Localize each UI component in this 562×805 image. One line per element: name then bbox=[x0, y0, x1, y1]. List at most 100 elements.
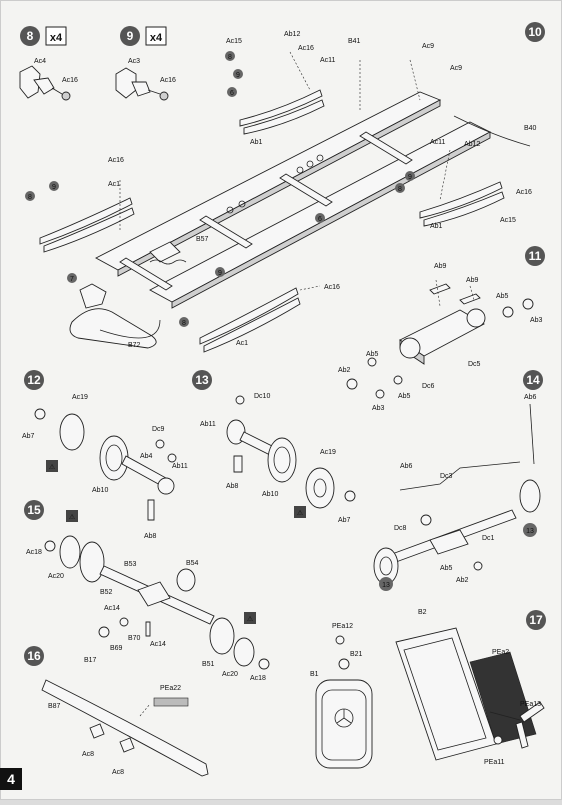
step-10-label-ab1-top: Ab1 bbox=[250, 139, 263, 146]
step-15-label-ac14-a: Ac14 bbox=[104, 605, 120, 612]
step-13-label-ab8: Ab8 bbox=[226, 483, 239, 490]
step-16: 16 PEa22 B87 Ac8 Ac8 bbox=[24, 646, 209, 777]
svg-text:13: 13 bbox=[382, 582, 390, 589]
step-8-label-ac16: Ac16 bbox=[62, 77, 78, 84]
step-10-label-ac1-bottom: Ac1 bbox=[236, 340, 248, 347]
step-10-label-b41: B41 bbox=[348, 38, 361, 45]
step-15: 15 ⚠ ⚠ Ac18 Ac20 B53 B54 B52 Ac14 B70 B6… bbox=[24, 500, 270, 682]
step-12-label-ac19: Ac19 bbox=[72, 394, 88, 401]
step-12-label-ab11: Ab11 bbox=[172, 463, 188, 470]
step-15-label-ac20-right: Ac20 bbox=[222, 671, 238, 678]
step-10-label-b40: B40 bbox=[524, 125, 537, 132]
step-17-label-b21: B21 bbox=[350, 651, 363, 658]
step-9-label-ac3: Ac3 bbox=[128, 58, 140, 65]
step-11-label-ab5-left: Ab5 bbox=[366, 351, 379, 358]
step-12-label-ab4: Ab4 bbox=[140, 453, 153, 460]
step-13-label-ab11: Ab11 bbox=[200, 421, 216, 428]
step-10-badge bbox=[525, 22, 545, 42]
svg-text:6: 6 bbox=[230, 90, 234, 97]
step-10-label-ac11-right: Ac11 bbox=[430, 139, 446, 146]
step-14-label-dc8: Dc8 bbox=[394, 525, 407, 532]
step-12-label-ab10: Ab10 bbox=[92, 487, 108, 494]
step-10-label-ac16-bottom: Ac16 bbox=[324, 284, 340, 291]
step-17-label-b1: B1 bbox=[310, 671, 319, 678]
step-15-label-b52: B52 bbox=[100, 589, 113, 596]
step-11-label-dc5: Dc5 bbox=[468, 361, 481, 368]
step-9-badge bbox=[120, 26, 140, 46]
svg-text:8: 8 bbox=[182, 320, 186, 327]
step-10-label-ac9-a: Ac9 bbox=[422, 43, 434, 50]
step-16-label-ac8-b: Ac8 bbox=[112, 769, 124, 776]
step-11-number: 11 bbox=[529, 249, 542, 263]
step-15-number: 15 bbox=[27, 503, 41, 517]
step-8-number: 8 bbox=[27, 29, 34, 43]
step-8-label-ac4: Ac4 bbox=[34, 58, 46, 65]
step-11-badge bbox=[525, 246, 545, 266]
step-10-label-b57: B57 bbox=[196, 236, 209, 243]
step-15-label-ac18-left: Ac18 bbox=[26, 549, 42, 556]
step-14-label-ab6-top: Ab6 bbox=[524, 394, 537, 401]
step-12: 12 ⚠ Ab7 Ac19 Dc9 Ab4 Ab11 Ab10 Ab8 bbox=[22, 370, 188, 540]
step-12-label-dc9: Dc9 bbox=[152, 426, 165, 433]
step-16-number: 16 bbox=[27, 649, 41, 663]
step-17-label-pea2: PEa2 bbox=[492, 649, 509, 656]
step-8-quantity: x4 bbox=[50, 32, 63, 44]
step-10-label-ab12-top: Ab12 bbox=[284, 31, 300, 38]
step-10: 10 bbox=[25, 22, 545, 353]
page-number: 4 bbox=[7, 771, 15, 787]
step-12-label-ab8: Ab8 bbox=[144, 533, 157, 540]
step-14-label-ab5: Ab5 bbox=[440, 565, 453, 572]
step-12-badge bbox=[24, 370, 44, 390]
step-13: 13 ⚠ Dc10 Ab11 Ab8 Ac19 Ab10 Ab7 bbox=[192, 370, 356, 524]
step-13-label-ac19: Ac19 bbox=[320, 449, 336, 456]
step-10-label-ac15-right: Ac15 bbox=[500, 217, 516, 224]
step-10-label-ac16-right: Ac16 bbox=[516, 189, 532, 196]
step-11-label-ab3-bottom: Ab3 bbox=[372, 405, 385, 412]
step-10-label-ac1-left: Ac1 bbox=[108, 181, 120, 188]
step-11-label-dc6: Dc6 bbox=[422, 383, 435, 390]
svg-text:9: 9 bbox=[52, 184, 56, 191]
step-11: 11 Ab9 Ab9 Ab5 Ab3 Ab2 Ab5 Dc5 Dc6 Ab3 A… bbox=[338, 246, 545, 412]
svg-text:8: 8 bbox=[28, 194, 32, 201]
step-17-label-pea12: PEa12 bbox=[332, 623, 353, 630]
step-16-label-b87: B87 bbox=[48, 703, 61, 710]
step-14-label-dc3: Dc3 bbox=[440, 473, 453, 480]
step-12-number: 12 bbox=[27, 373, 41, 387]
step-11-label-ab2: Ab2 bbox=[338, 367, 351, 374]
svg-text:13: 13 bbox=[526, 528, 534, 535]
svg-text:⚠: ⚠ bbox=[247, 615, 253, 623]
step-13-label-ab10: Ab10 bbox=[262, 491, 278, 498]
step-15-label-b53: B53 bbox=[124, 561, 137, 568]
step-16-label-pea22: PEa22 bbox=[160, 685, 181, 692]
step-15-label-b69: B69 bbox=[110, 645, 123, 652]
step-11-label-ab5-right: Ab5 bbox=[496, 293, 509, 300]
step-17-label-pea11: PEa11 bbox=[484, 759, 505, 766]
step-16-badge bbox=[24, 646, 44, 666]
step-15-label-b51: B51 bbox=[202, 661, 215, 668]
step-9: 9 x4 Ac3 Ac16 bbox=[115, 26, 176, 101]
page-number-tab: 4 bbox=[0, 768, 22, 790]
svg-text:9: 9 bbox=[408, 174, 412, 181]
step-14-label-dc1: Dc1 bbox=[482, 535, 495, 542]
step-9-number: 9 bbox=[127, 29, 134, 43]
step-10-number: 10 bbox=[528, 25, 542, 39]
step-14-label-ab6: Ab6 bbox=[400, 463, 413, 470]
step-11-label-ab3-right: Ab3 bbox=[530, 317, 543, 324]
step-11-label-ab9-a: Ab9 bbox=[434, 263, 447, 270]
step-17-label-pea13: PEa13 bbox=[520, 701, 541, 708]
step-14-badge bbox=[523, 370, 543, 390]
step-8: 8 x4 Ac4 Ac16 bbox=[19, 26, 78, 101]
step-17-label-b2: B2 bbox=[418, 609, 427, 616]
step-10-label-ac11-top: Ac11 bbox=[320, 57, 336, 64]
step-9-label-ac16: Ac16 bbox=[160, 77, 176, 84]
step-15-badge bbox=[24, 500, 44, 520]
step-15-label-b17: B17 bbox=[84, 657, 97, 664]
step-12-label-ab7: Ab7 bbox=[22, 433, 35, 440]
svg-text:9: 9 bbox=[236, 72, 240, 79]
step-15-label-b70: B70 bbox=[128, 635, 141, 642]
step-14-label-ab2: Ab2 bbox=[456, 577, 469, 584]
step-10-label-ac16-left: Ac16 bbox=[108, 157, 124, 164]
svg-text:9: 9 bbox=[218, 270, 222, 277]
step-8-badge bbox=[20, 26, 40, 46]
